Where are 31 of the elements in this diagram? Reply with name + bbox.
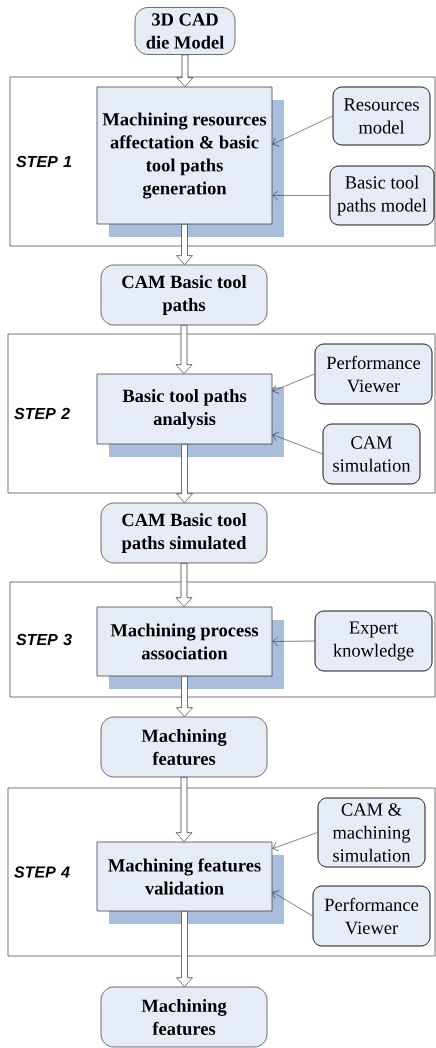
arrow bbox=[272, 890, 313, 917]
flow-arrow bbox=[175, 777, 193, 842]
process-box: Basic tool paths analysis bbox=[96, 373, 284, 457]
terminal-box: 3D CAD die Model bbox=[134, 7, 236, 55]
arrow bbox=[272, 832, 318, 852]
input-box: Expert knowledge bbox=[314, 610, 433, 672]
flow-arrow bbox=[175, 325, 193, 374]
flow-arrow bbox=[176, 911, 193, 987]
input-box: CAM & machining simulation bbox=[317, 797, 426, 868]
input-box: Resources model bbox=[332, 86, 431, 146]
flow-arrow bbox=[175, 563, 193, 607]
terminal-box: CAM Basic tool paths bbox=[100, 264, 268, 326]
input-box: CAM simulation bbox=[322, 423, 421, 485]
terminal-box: Machining features bbox=[100, 716, 268, 778]
terminal-box: CAM Basic tool paths simulated bbox=[100, 502, 268, 564]
arrow bbox=[272, 115, 333, 147]
arrow bbox=[272, 636, 315, 647]
input-box: Basic tool paths model bbox=[329, 165, 435, 226]
flow-arrow bbox=[176, 444, 193, 503]
input-box: Performance Viewer bbox=[314, 343, 433, 405]
flow-arrow bbox=[176, 54, 194, 87]
arrow bbox=[272, 373, 315, 394]
arrow bbox=[272, 431, 323, 455]
arrow bbox=[272, 190, 330, 201]
input-box: Performance Viewer bbox=[312, 885, 431, 947]
terminal-box: Machining features bbox=[100, 986, 268, 1048]
flow-arrow bbox=[176, 224, 193, 265]
process-box: Machining features validation bbox=[96, 841, 284, 924]
flow-arrow bbox=[176, 676, 193, 717]
process-box: Machining resources affectation & basic tool paths generation bbox=[96, 86, 284, 237]
process-box: Machining process association bbox=[96, 606, 284, 689]
